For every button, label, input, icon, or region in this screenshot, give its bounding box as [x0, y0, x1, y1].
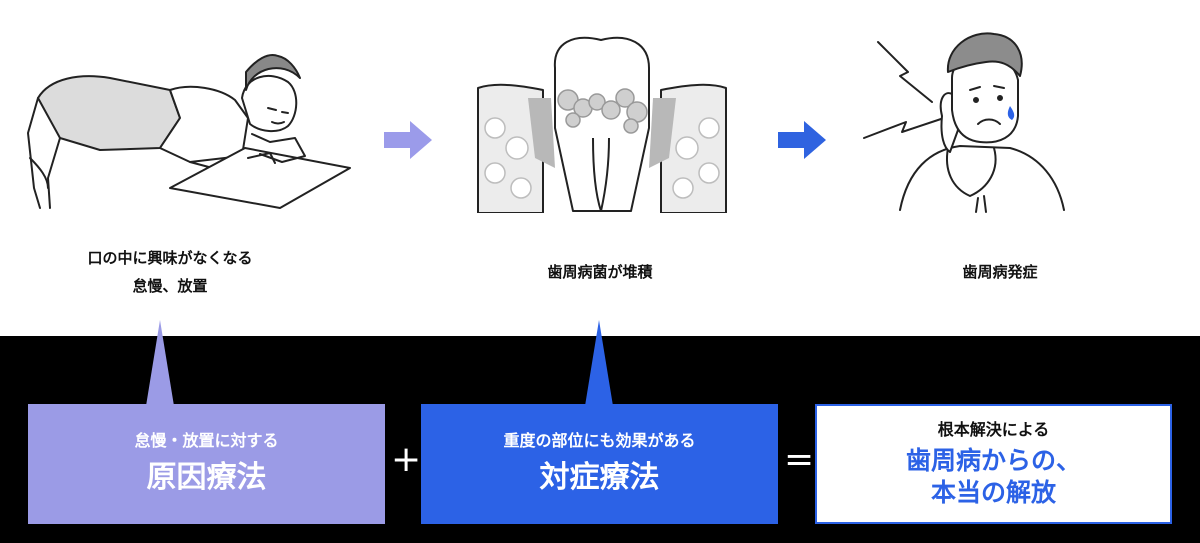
result-subtitle: 根本解決による [937, 420, 1050, 439]
symptomatic-therapy-box: 重度の部位にも効果がある 対症療法 [421, 404, 778, 524]
step-1-caption-line2: 怠慢、放置 [132, 277, 208, 295]
symptomatic-therapy-subtitle: 重度の部位にも効果がある [503, 431, 696, 450]
step-3-caption: 歯周病発症 [860, 258, 1140, 286]
cause-therapy-subtitle: 怠慢・放置に対する [134, 431, 279, 450]
arrow-right-icon [778, 121, 826, 159]
symptomatic-therapy-title: 対症療法 [539, 460, 660, 495]
step-1-caption-line1: 口の中に興味がなくなる [87, 249, 253, 267]
result-title-line2: 本当の解放 [930, 478, 1056, 507]
toothache-person-illustration [863, 32, 1065, 213]
tooth-plaque-illustration [477, 36, 727, 213]
step-1-caption: 口の中に興味がなくなる 怠慢、放置 [30, 244, 310, 300]
cause-pointer [146, 320, 174, 406]
arrow-right-icon [384, 121, 432, 159]
lying-person-illustration [27, 54, 351, 209]
step-2-caption: 歯周病菌が堆積 [460, 258, 740, 286]
result-title-line1: 歯周病からの、 [905, 446, 1081, 475]
cause-therapy-box: 怠慢・放置に対する 原因療法 [28, 404, 385, 524]
step-3-caption-line1: 歯周病発症 [962, 263, 1038, 281]
result-box: 根本解決による 歯周病からの、 本当の解放 [815, 404, 1172, 524]
plus-sign: + [391, 439, 422, 480]
step-2-caption-line1: 歯周病菌が堆積 [547, 263, 653, 281]
equals-sign: = [784, 439, 815, 480]
symptom-pointer [585, 320, 613, 406]
cause-therapy-title: 原因療法 [146, 460, 267, 495]
